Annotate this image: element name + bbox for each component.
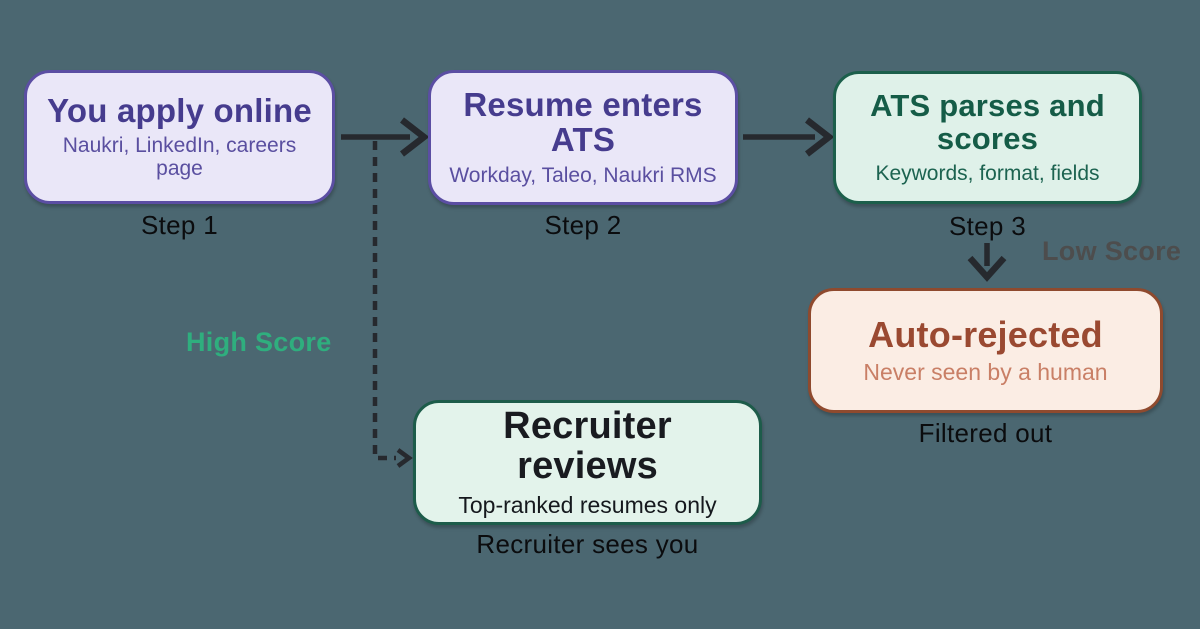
node-resume-enters-ats: Resume enters ATS Workday, Taleo, Naukri… (428, 70, 738, 205)
caption-step-1: Step 1 (141, 210, 218, 240)
node-apply-online-subtitle: Naukri, LinkedIn, careers page (62, 134, 297, 181)
node-auto-rejected-title: Auto-rejected (868, 313, 1103, 355)
node-ats-parses-scores-subtitle: Keywords, format, fields (875, 161, 1100, 185)
node-recruiter-reviews: Recruiter reviews Top-ranked resumes onl… (413, 400, 762, 525)
arrow-apply-to-ats (341, 117, 430, 157)
caption-filtered-out: Filtered out (918, 418, 1053, 448)
arrow-parse-to-rejected (967, 243, 1007, 282)
node-apply-online: You apply online Naukri, LinkedIn, caree… (24, 70, 335, 204)
node-recruiter-reviews-subtitle: Top-ranked resumes only (458, 491, 717, 518)
caption-step-3: Step 3 (949, 211, 1026, 241)
node-recruiter-reviews-title: Recruiter reviews (503, 404, 672, 487)
edge-label-low-score: Low Score (1042, 236, 1182, 266)
node-ats-parses-scores-title: ATS parses and scores (870, 88, 1105, 156)
caption-recruiter-sees-you: Recruiter sees you (476, 529, 699, 559)
node-resume-enters-ats-subtitle: Workday, Taleo, Naukri RMS (449, 163, 717, 187)
caption-step-2: Step 2 (544, 210, 622, 240)
arrow-high-score-to-recruiter (372, 141, 413, 468)
node-auto-rejected-subtitle: Never seen by a human (863, 358, 1108, 385)
edge-label-high-score: High Score (186, 327, 332, 357)
node-auto-rejected: Auto-rejected Never seen by a human (808, 288, 1163, 413)
arrow-ats-to-parse (743, 117, 835, 157)
node-apply-online-title: You apply online (47, 91, 312, 129)
node-resume-enters-ats-title: Resume enters ATS (463, 86, 703, 158)
node-ats-parses-scores: ATS parses and scores Keywords, format, … (833, 71, 1142, 204)
